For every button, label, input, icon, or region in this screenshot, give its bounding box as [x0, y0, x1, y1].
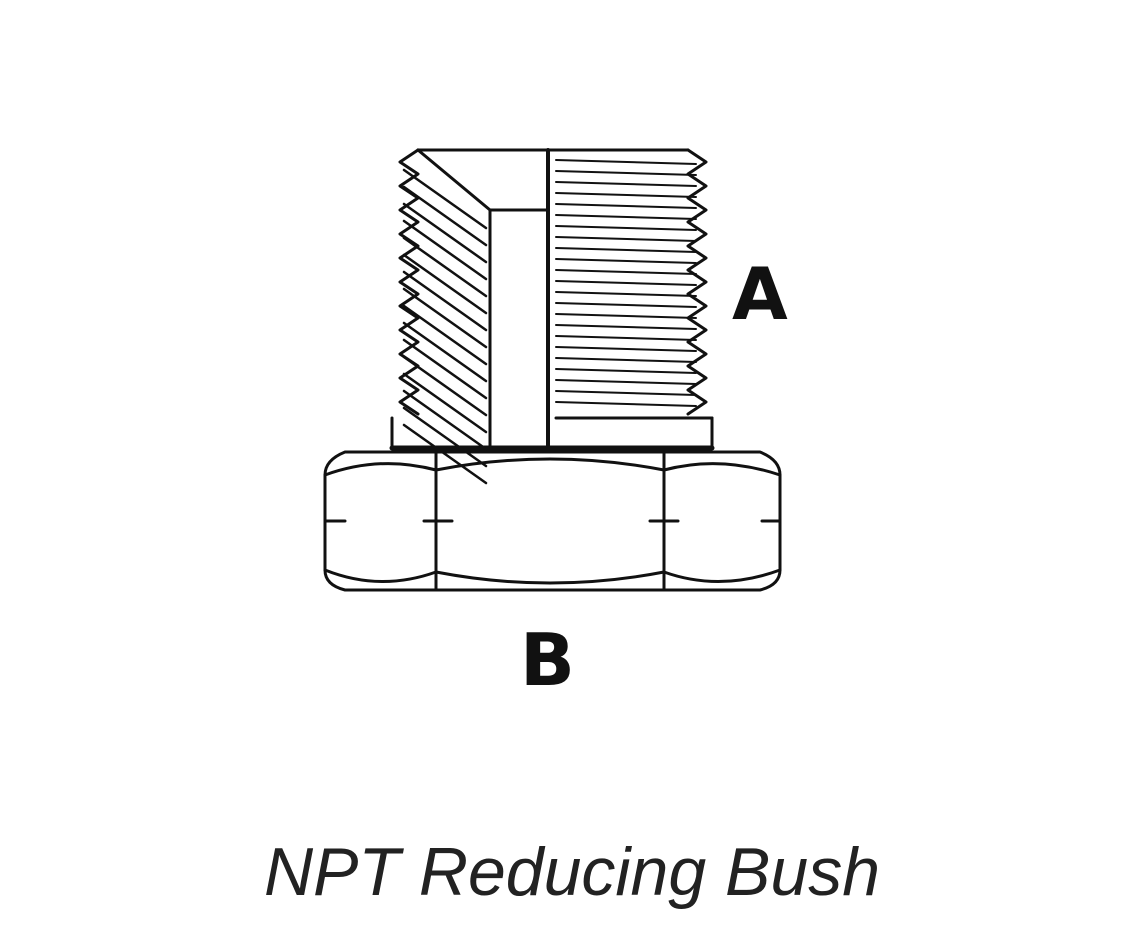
- thread-lines: [555, 159, 697, 407]
- right-thread-profile: [686, 148, 708, 416]
- threaded-body: [389, 148, 715, 451]
- figure-caption: NPT Reducing Bush: [263, 834, 881, 910]
- section-hatching: [402, 168, 488, 485]
- hex-nut: [323, 450, 782, 592]
- dimension-label-a: A: [732, 252, 788, 336]
- dimension-label-b: B: [520, 618, 575, 702]
